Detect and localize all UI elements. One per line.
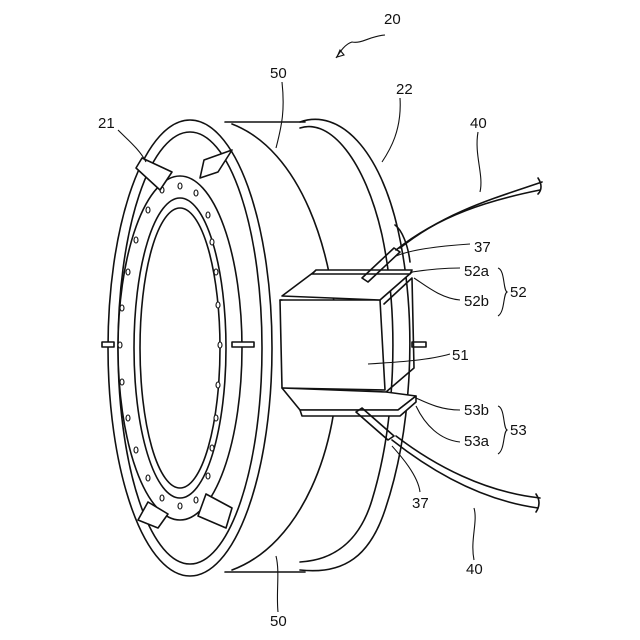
label-upper-a: 52a bbox=[464, 263, 490, 280]
label-pin-top: 37 bbox=[474, 239, 491, 256]
label-wire-top: 40 bbox=[470, 115, 487, 132]
label-end-ring: 21 bbox=[98, 115, 115, 132]
label-rear-flange: 22 bbox=[396, 81, 413, 98]
label-lower-a: 53a bbox=[464, 433, 490, 450]
label-lower-group: 53 bbox=[510, 422, 527, 439]
clip-assembly bbox=[280, 270, 416, 416]
label-assembly: 20 bbox=[384, 11, 401, 28]
label-tube-bottom: 50 bbox=[270, 613, 287, 630]
label-upper-b: 52b bbox=[464, 293, 489, 310]
front-ring bbox=[108, 120, 272, 576]
label-clip-body: 51 bbox=[452, 347, 469, 364]
label-upper-group: 52 bbox=[510, 284, 527, 301]
label-tube-top: 50 bbox=[270, 65, 287, 82]
label-pin-bottom: 37 bbox=[412, 495, 429, 512]
label-lower-b: 53b bbox=[464, 402, 489, 419]
label-wire-bottom: 40 bbox=[466, 561, 483, 578]
